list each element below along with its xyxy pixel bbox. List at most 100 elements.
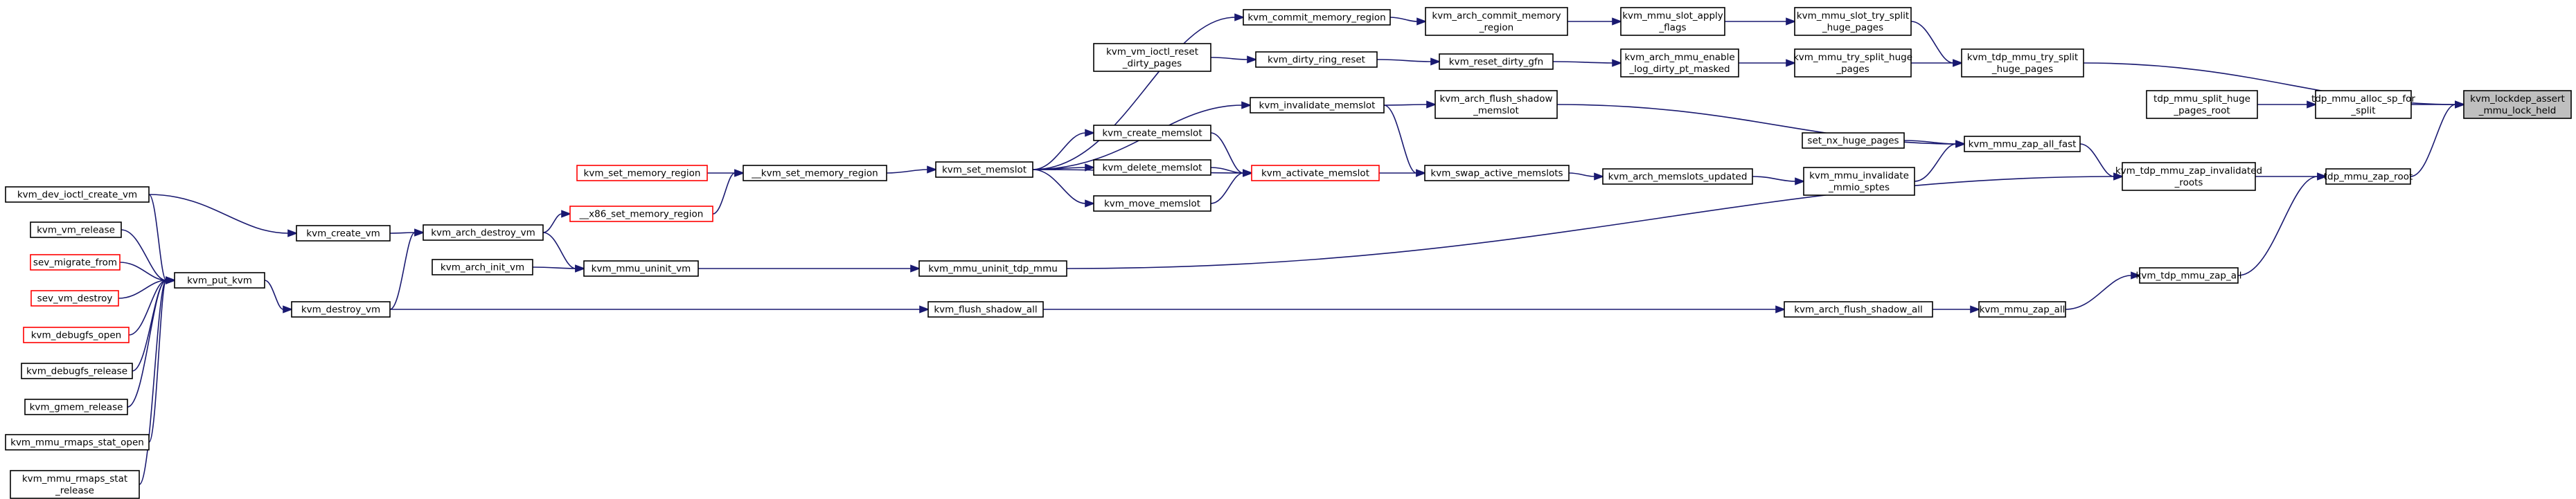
function-node-arch-enable-log[interactable]: kvm_arch_mmu_enable_log_dirty_pt_masked	[1620, 48, 1739, 78]
function-node-try-split[interactable]: kvm_tdp_mmu_try_split_huge_pages	[1961, 48, 2084, 78]
arrow-head	[2307, 100, 2318, 109]
function-node-dev-ioctl[interactable]: kvm_dev_ioctl_create_vm	[5, 186, 150, 203]
function-node-set-memslot[interactable]: kvm_set_memslot	[935, 161, 1033, 178]
function-node-delete-memslot[interactable]: kvm_delete_memslot	[1093, 159, 1211, 176]
node-label: _region	[1479, 22, 1513, 33]
call-edge	[1032, 169, 1086, 204]
function-node-zap-all-fast[interactable]: kvm_mmu_zap_all_fast	[1964, 136, 2081, 152]
call-edge	[1210, 132, 1244, 174]
function-node-mmu-zap-all[interactable]: kvm_mmu_zap_all	[1978, 301, 2066, 318]
node-box	[30, 221, 122, 238]
function-node-swap-active[interactable]: kvm_swap_active_memslots	[1424, 165, 1570, 181]
arrow-head	[1786, 17, 1797, 26]
call-edge	[128, 280, 167, 336]
node-label: kvm_destroy_vm	[301, 305, 380, 316]
node-box	[1964, 136, 2081, 152]
function-node-invalidate-mmio[interactable]: kvm_mmu_invalidate_mmio_sptes	[1803, 167, 1915, 196]
function-node-arch-commit[interactable]: kvm_arch_commit_memory_region	[1425, 7, 1568, 36]
function-node-x86-set-region[interactable]: __x86_set_memory_region	[569, 206, 713, 222]
node-label: _roots	[2174, 177, 2203, 188]
function-node-rmaps-release[interactable]: kvm_mmu_rmaps_stat_release	[10, 470, 140, 499]
node-label: _dirty_pages	[1122, 58, 1182, 69]
function-node-gmem-release[interactable]: kvm_gmem_release	[24, 399, 128, 415]
node-box	[918, 260, 1067, 277]
node-box	[1251, 165, 1380, 181]
node-label: kvm_dev_ioctl_create_vm	[17, 190, 137, 201]
function-node-activate-memslot[interactable]: kvm_activate_memslot	[1251, 165, 1380, 181]
function-node-arch-destroy[interactable]: kvm_arch_destroy_vm	[423, 224, 544, 241]
function-node-root[interactable]: kvm_lockdep_assert_mmu_lock_held	[2463, 90, 2572, 119]
node-label: _split	[2350, 105, 2375, 116]
function-node-vm-ioctl-reset[interactable]: kvm_vm_ioctl_reset_dirty_pages	[1093, 43, 1211, 72]
function-node-zap-invalidated[interactable]: kvm_tdp_mmu_zap_invalidated_roots	[2115, 162, 2262, 191]
node-label: kvm_mmu_rmaps_stat	[22, 473, 127, 484]
node-box	[2146, 90, 2258, 119]
call-edge	[1032, 17, 1236, 170]
node-box	[1961, 48, 2084, 78]
arrow-head	[2113, 172, 2124, 181]
node-label: _mmio_sptes	[1828, 182, 1890, 193]
function-node-sev-migrate[interactable]: sev_migrate_from	[30, 254, 121, 271]
arrow-head	[2455, 100, 2466, 109]
function-node-put-kvm[interactable]: kvm_put_kvm	[174, 272, 265, 289]
function-node-debugfs-release[interactable]: kvm_debugfs_release	[21, 363, 133, 379]
node-box	[1093, 125, 1211, 141]
function-node-tdp-zap-all[interactable]: kvm_tdp_mmu_zap_all	[2136, 267, 2242, 284]
node-label: kvm_mmu_try_split_huge	[1793, 52, 1912, 63]
function-node-set-region[interactable]: kvm_set_memory_region	[576, 165, 708, 181]
function-node-invalidate-memslot[interactable]: kvm_invalidate_memslot	[1250, 97, 1385, 114]
function-node-vm-release[interactable]: kvm_vm_release	[30, 221, 122, 238]
call-edge	[1210, 57, 1248, 60]
node-box	[2122, 162, 2256, 191]
call-edge	[118, 280, 167, 299]
function-node-set-nx[interactable]: set_nx_huge_pages	[1802, 132, 1905, 149]
node-label: kvm_mmu_invalidate	[1809, 170, 1909, 181]
arrow-head	[1612, 17, 1623, 26]
call-edge	[542, 213, 562, 233]
node-box	[1794, 7, 1912, 36]
node-label: kvm_dirty_ring_reset	[1268, 55, 1365, 66]
function-node-alloc-sp[interactable]: tdp_mmu_alloc_sp_for_split	[2311, 90, 2415, 119]
node-box	[1978, 301, 2066, 318]
function-node-split-root[interactable]: tdp_mmu_split_huge_pages_root	[2146, 90, 2258, 119]
function-node-create-memslot[interactable]: kvm_create_memslot	[1093, 125, 1211, 141]
function-node-zap-root[interactable]: tdp_mmu_zap_root	[2324, 168, 2413, 185]
call-edges	[118, 13, 2466, 485]
function-node-mmu-try-split[interactable]: kvm_mmu_try_split_huge_pages	[1793, 48, 1912, 78]
arrow-head	[283, 305, 294, 314]
function-node-arch-flush-memslot[interactable]: kvm_arch_flush_shadow_memslot	[1434, 90, 1558, 119]
function-node-slot-try-split[interactable]: kvm_mmu_slot_try_split_huge_pages	[1794, 7, 1912, 36]
node-box	[1424, 165, 1570, 181]
arrow-head	[1786, 59, 1797, 67]
function-node-dunder-set-region[interactable]: __kvm_set_memory_region	[743, 165, 887, 181]
function-node-sev-destroy[interactable]: sev_vm_destroy	[30, 290, 119, 307]
function-node-uninit-tdp[interactable]: kvm_mmu_uninit_tdp_mmu	[918, 260, 1067, 277]
arrow-head	[166, 276, 177, 284]
function-node-arch-flush-all[interactable]: kvm_arch_flush_shadow_all	[1784, 301, 1933, 318]
node-box	[743, 165, 887, 181]
node-label: kvm_gmem_release	[30, 402, 123, 413]
function-node-flush-shadow-all[interactable]: kvm_flush_shadow_all	[927, 301, 1044, 318]
function-node-create-vm[interactable]: kvm_create_vm	[296, 225, 391, 242]
function-node-rmaps-open[interactable]: kvm_mmu_rmaps_stat_open	[5, 434, 150, 451]
function-node-commit-region[interactable]: kvm_commit_memory_region	[1243, 9, 1391, 26]
function-node-memslots-updated[interactable]: kvm_arch_memslots_updated	[1602, 168, 1753, 185]
node-label: _pages	[1836, 64, 1869, 75]
function-node-uninit-vm[interactable]: kvm_mmu_uninit_vm	[583, 260, 699, 277]
node-box	[1802, 132, 1905, 149]
arrow-head	[1416, 169, 1427, 177]
node-box	[30, 290, 119, 307]
function-node-reset-dirty-gfn[interactable]: kvm_reset_dirty_gfn	[1439, 53, 1554, 70]
call-edge	[1552, 61, 1613, 64]
node-label: kvm_swap_active_memslots	[1430, 168, 1563, 179]
function-node-dirty-ring-reset[interactable]: kvm_dirty_ring_reset	[1255, 51, 1378, 68]
function-node-slot-apply[interactable]: kvm_mmu_slot_apply_flags	[1620, 7, 1725, 36]
arrow-head	[1430, 57, 1441, 66]
node-box	[1425, 7, 1568, 36]
function-node-move-memslot[interactable]: kvm_move_memslot	[1093, 195, 1211, 212]
function-node-arch-init[interactable]: kvm_arch_init_vm	[432, 259, 533, 275]
function-node-destroy-vm[interactable]: kvm_destroy_vm	[291, 301, 391, 318]
function-node-debugfs-open[interactable]: kvm_debugfs_open	[23, 327, 130, 343]
arrow-head	[1775, 305, 1786, 314]
call-edge	[1752, 176, 1796, 182]
